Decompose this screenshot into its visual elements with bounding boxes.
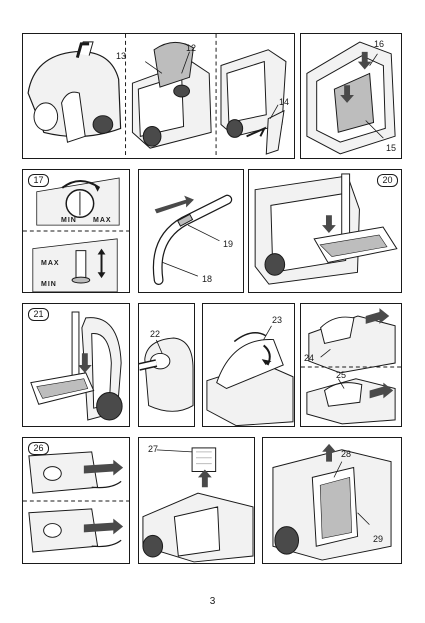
illustration-lid-open <box>206 325 294 426</box>
callout-14: 14 <box>279 97 290 107</box>
callout-22: 22 <box>150 329 161 339</box>
step-badge-20: 20 <box>377 174 398 187</box>
callout-25: 25 <box>336 370 347 380</box>
callout-16: 16 <box>374 39 385 49</box>
panel-hose-disconnect: 22 <box>138 303 195 427</box>
panel-bag-seal: 26 <box>22 437 130 564</box>
illustration-hose-disconnect <box>139 337 194 412</box>
panel-upright-storage: 21 <box>22 303 130 427</box>
illustration-filter-replacement <box>306 41 396 155</box>
illustration-bag-seal <box>23 451 129 553</box>
panel-filter-replacement: 16 15 <box>300 33 402 159</box>
slider-max-label: MAX <box>41 260 60 267</box>
callout-18: 18 <box>202 274 213 284</box>
illustration-bag-removal <box>301 308 401 425</box>
dial-min-label: MIN <box>61 217 77 224</box>
step-badge-17: 17 <box>28 174 49 187</box>
illustration-hose-handle <box>152 194 233 285</box>
panel-power-control: 17 MIN MAX MAX MIN <box>22 169 130 293</box>
callout-27: 27 <box>148 444 159 454</box>
callout-24: 24 <box>304 353 315 363</box>
step-badge-26: 26 <box>28 442 49 455</box>
callout-15: 15 <box>386 143 397 153</box>
panel-hose-handle: 19 18 <box>138 169 244 293</box>
step-badge-21: 21 <box>28 308 49 321</box>
callout-29: 29 <box>373 534 384 544</box>
panel-nozzle-parking: 20 <box>248 169 402 293</box>
illustration-filter-change <box>142 447 254 563</box>
callout-28: 28 <box>341 449 352 459</box>
callout-13: 13 <box>116 51 127 61</box>
panel-cassette-removal: 13 12 14 <box>22 33 295 159</box>
illustration-nozzle-parking <box>254 173 398 285</box>
dial-max-label: MAX <box>93 217 112 224</box>
callout-23: 23 <box>272 315 283 325</box>
callout-19: 19 <box>223 239 234 249</box>
slider-min-label: MIN <box>41 281 57 288</box>
panel-exhaust-filter: 28 29 <box>262 437 402 564</box>
page-number: 3 <box>209 596 216 607</box>
illustration-upright-storage <box>30 311 123 421</box>
illustration-exhaust-filter <box>272 443 392 561</box>
panel-filter-change: 27 <box>138 437 255 564</box>
callout-12: 12 <box>186 43 197 53</box>
panel-lid-open: 23 <box>202 303 295 427</box>
illustration-cassette-removal <box>27 34 287 158</box>
panel-bag-removal: 24 25 <box>300 303 402 427</box>
illustration-power-control <box>23 177 129 292</box>
